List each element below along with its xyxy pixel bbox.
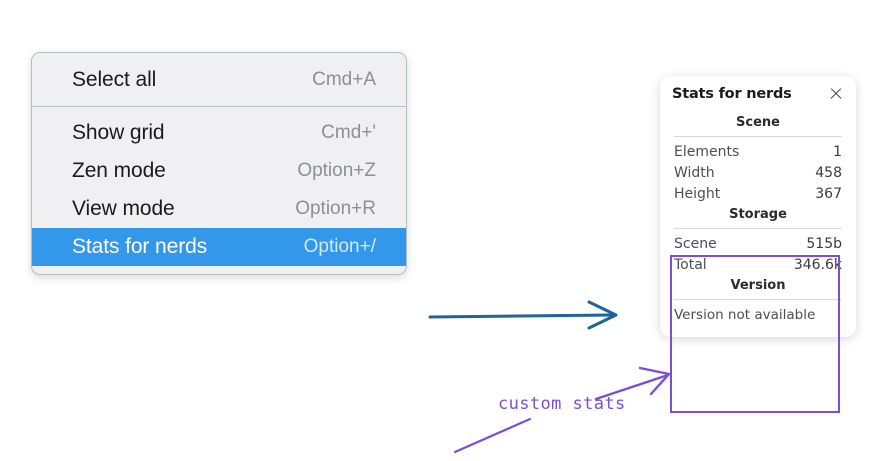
stat-row-height: Height 367 [672,183,844,204]
section-heading-storage: Storage [729,207,787,222]
context-menu[interactable]: Select all Cmd+A Show grid Cmd+' Zen mod… [31,52,407,275]
stat-value: 346.6k [793,256,842,273]
stats-for-nerds-panel: Stats for nerds Scene Elements 1 Width 4… [660,76,856,337]
menu-group-1: Select all Cmd+A [32,53,406,106]
section-rule [674,299,842,300]
stat-value: 367 [815,185,842,202]
menu-item-shortcut: Cmd+' [321,122,376,143]
menu-group-2: Show grid Cmd+' Zen mode Option+Z View m… [32,107,406,274]
menu-item-label: Zen mode [72,159,166,182]
section-rule [674,228,842,229]
stat-label: Elements [674,143,740,160]
stat-row-storage-total: Total 346.6k [672,254,844,275]
menu-item-zen-mode[interactable]: Zen mode Option+Z [32,152,406,190]
stat-label: Width [674,164,715,181]
stat-row-storage-scene: Scene 515b [672,233,844,254]
section-heading-version: Version [730,278,786,293]
menu-item-show-grid[interactable]: Show grid Cmd+' [32,114,406,152]
stat-value: 515b [806,235,842,252]
menu-item-shortcut: Option+Z [297,160,376,181]
version-not-available-text: Version not available [674,307,816,323]
stats-panel-title: Stats for nerds [672,86,792,102]
menu-divider [32,106,406,107]
section-heading-scene: Scene [736,115,780,130]
annotation-label-custom-stats: custom stats [498,394,626,414]
purple-underline-stroke [453,417,532,454]
close-icon[interactable] [828,86,844,102]
section-rule [674,136,842,137]
stat-row-elements: Elements 1 [672,141,844,162]
menu-item-select-all[interactable]: Select all Cmd+A [32,61,406,99]
blue-arrow [428,300,618,330]
stats-panel-header: Stats for nerds [672,86,844,102]
stat-label: Scene [674,235,717,252]
menu-item-shortcut: Option+R [295,198,376,219]
menu-item-label: Show grid [72,121,165,144]
stat-value: 1 [833,143,842,160]
menu-item-shortcut: Cmd+A [312,69,376,90]
stat-row-width: Width 458 [672,162,844,183]
stat-label: Height [674,185,721,202]
menu-item-view-mode[interactable]: View mode Option+R [32,190,406,228]
menu-item-label: Select all [72,68,157,91]
stat-value: 458 [815,164,842,181]
menu-item-label: View mode [72,197,175,220]
stat-label: Total [674,256,707,273]
menu-item-shortcut: Option+/ [303,236,376,257]
menu-item-stats-for-nerds[interactable]: Stats for nerds Option+/ [32,228,406,266]
menu-item-label: Stats for nerds [72,235,208,258]
